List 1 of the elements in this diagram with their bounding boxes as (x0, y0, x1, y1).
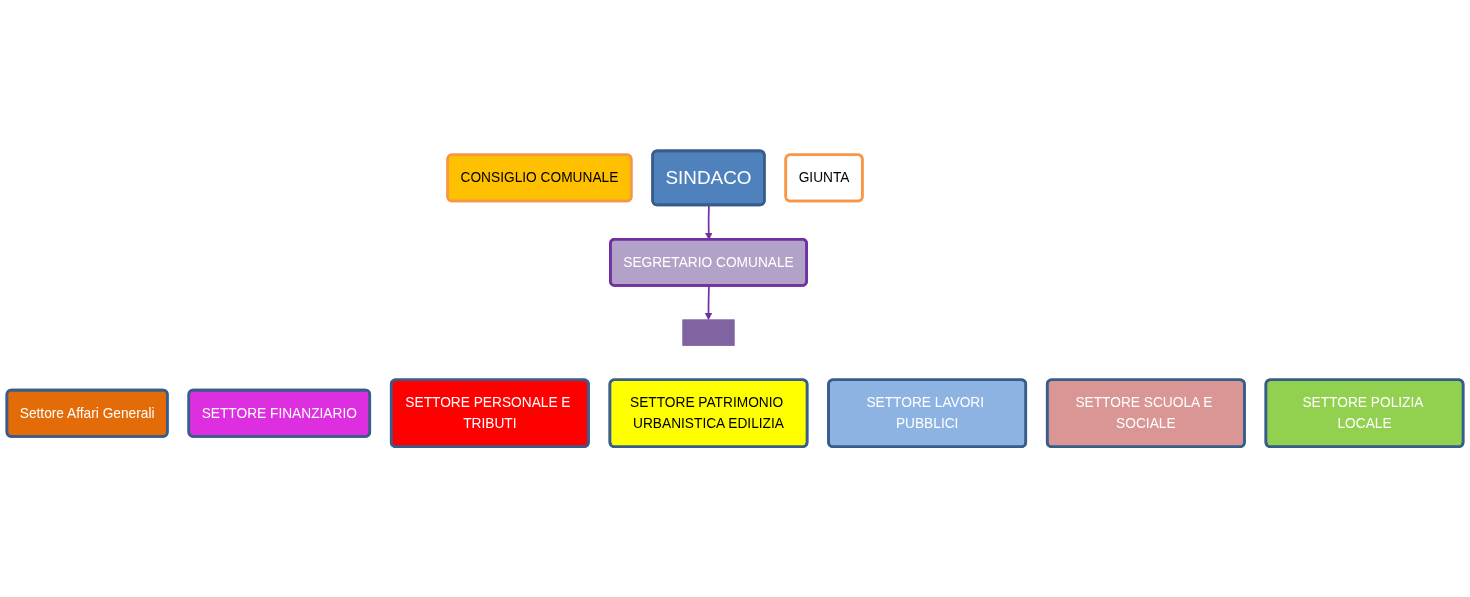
node-bar (682, 319, 735, 346)
